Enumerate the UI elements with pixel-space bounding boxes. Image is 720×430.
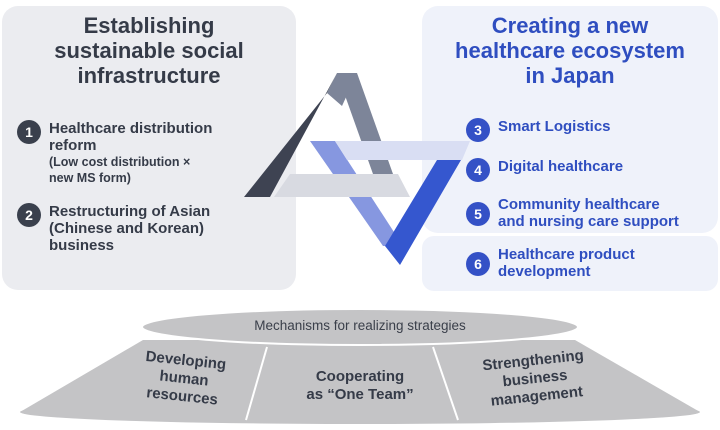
title-line: Establishing [83, 13, 215, 38]
number-badge: 1 [17, 120, 41, 144]
item-line: Restructuring of Asian [49, 203, 211, 220]
item-line: Healthcare distribution [49, 120, 213, 137]
strategy-item-3: 3 Smart Logistics [466, 118, 611, 142]
item-line: reform [49, 137, 97, 154]
segment-divider [432, 346, 459, 421]
item-subline: new MS form) [49, 171, 131, 185]
strategy-item-1: 1 Healthcare distribution reform (Low co… [17, 120, 212, 186]
strategy-item-5: 5 Community healthcare and nursing care … [466, 196, 679, 230]
item-line: and nursing care support [498, 213, 679, 230]
title-line: sustainable social [54, 38, 244, 63]
title-line: healthcare ecosystem [455, 38, 685, 63]
logo-stripe [385, 160, 461, 265]
base-band [20, 340, 700, 412]
number-badge: 2 [17, 203, 41, 227]
base-title: Mechanisms for realizing strategies [254, 318, 466, 333]
strategy-item-2: 2 Restructuring of Asian (Chinese and Ko… [17, 203, 210, 254]
item-line: Healthcare product [498, 246, 635, 263]
item-text: Smart Logistics [498, 118, 611, 135]
segment-line: as “One Team” [306, 386, 414, 403]
item-text: Community healthcare and nursing care su… [498, 196, 679, 230]
logo-stripe [274, 174, 410, 197]
item-line: development [498, 263, 591, 280]
base-top-ellipse [141, 308, 579, 346]
item-line: Smart Logistics [498, 118, 611, 135]
item-subline: (Low cost distribution × [49, 155, 191, 169]
title-line: infrastructure [77, 63, 221, 88]
item-line: Digital healthcare [498, 158, 624, 175]
number-badge: 5 [466, 202, 490, 226]
logo-stripe [327, 73, 357, 106]
item-text: Restructuring of Asian (Chinese and Kore… [49, 203, 210, 254]
segment-divider [245, 346, 268, 421]
item-text: Digital healthcare [498, 158, 623, 175]
number-badge: 4 [466, 158, 490, 182]
logo-stripe [335, 141, 470, 160]
base-segment-2: Cooperating as “One Team” [275, 368, 445, 404]
item-line: Community healthcare [498, 196, 660, 213]
item-text: Healthcare distribution reform (Low cost… [49, 120, 212, 186]
title-line: in Japan [525, 63, 615, 88]
item-text: Healthcare product development [498, 246, 635, 280]
base-bottom [20, 400, 700, 424]
number-badge: 3 [466, 118, 490, 142]
segment-line: Cooperating [315, 368, 405, 385]
number-badge: 6 [466, 252, 490, 276]
strategy-item-6: 6 Healthcare product development [466, 246, 635, 280]
strategy-item-4: 4 Digital healthcare [466, 158, 623, 182]
left-panel [2, 6, 296, 290]
title-line: Creating a new [491, 13, 649, 38]
left-panel-title: Establishing sustainable social infrastr… [2, 13, 296, 88]
item-line: business [49, 237, 115, 254]
item-line: (Chinese and Korean) [49, 220, 205, 237]
right-panel-title: Creating a new healthcare ecosystem in J… [422, 13, 718, 88]
